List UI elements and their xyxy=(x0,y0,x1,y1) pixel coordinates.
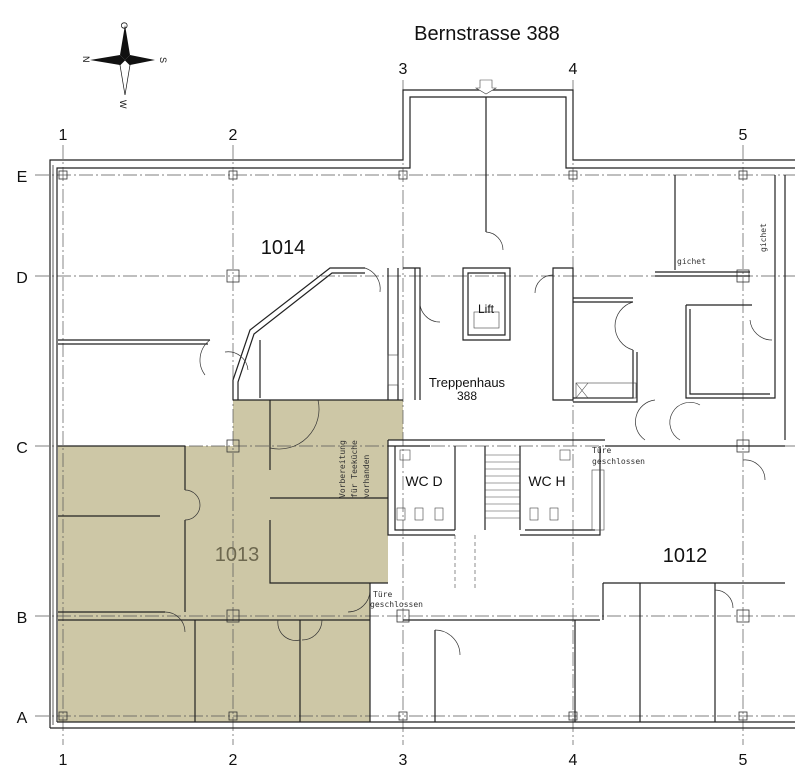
column-label-bottom: 1 xyxy=(59,752,68,769)
column-label-top: 4 xyxy=(569,61,578,78)
lift-label: Lift xyxy=(478,302,495,316)
column-label-top: 5 xyxy=(739,127,748,144)
room-1014[interactable]: 1014 xyxy=(261,237,306,259)
stair-and-fixtures xyxy=(387,79,637,590)
stairwell-label: Treppenhaus xyxy=(429,375,506,390)
outer-walls xyxy=(49,89,795,729)
compass-south: S xyxy=(158,57,168,63)
room-1012[interactable]: 1012 xyxy=(663,545,708,567)
row-label: B xyxy=(17,610,28,627)
kitchen-note: für Teeküche xyxy=(350,440,359,498)
stairwell-number: 388 xyxy=(457,389,477,403)
column-label-bottom: 4 xyxy=(569,752,578,769)
compass-north: N xyxy=(81,56,91,63)
column-label-bottom: 2 xyxy=(229,752,238,769)
compass-icon: O S W N xyxy=(81,22,168,109)
door-closed-note: Türe xyxy=(373,590,392,599)
row-label: A xyxy=(17,710,28,727)
column-label-top: 2 xyxy=(229,127,238,144)
door-closed-note: geschlossen xyxy=(370,600,423,609)
column-label-bottom: 3 xyxy=(399,752,408,769)
kitchen-note: Vorbereitung xyxy=(338,440,347,498)
gichet-note: gichet xyxy=(759,223,768,252)
plan-title: Bernstrasse 388 xyxy=(414,23,560,45)
compass-east: O xyxy=(119,22,129,29)
column-label-top: 1 xyxy=(59,127,68,144)
wc-d-label: WC D xyxy=(405,473,442,489)
door-closed-note: Türe xyxy=(592,446,611,455)
column-label-bottom: 5 xyxy=(739,752,748,769)
room-1013-highlight[interactable] xyxy=(58,400,403,722)
row-label: D xyxy=(16,270,28,287)
column-label-top: 3 xyxy=(399,61,408,78)
doors xyxy=(164,231,773,656)
row-label: E xyxy=(17,169,28,186)
interior-walls xyxy=(58,97,786,722)
gichet-note: gichet xyxy=(677,257,706,266)
pillars xyxy=(58,170,750,721)
room-1013[interactable]: 1013 xyxy=(215,544,260,566)
kitchen-note: vorhanden xyxy=(362,454,371,498)
wc-h-label: WC H xyxy=(528,473,565,489)
row-label: C xyxy=(16,440,28,457)
door-closed-note: geschlossen xyxy=(592,457,645,466)
compass-west: W xyxy=(118,100,128,109)
